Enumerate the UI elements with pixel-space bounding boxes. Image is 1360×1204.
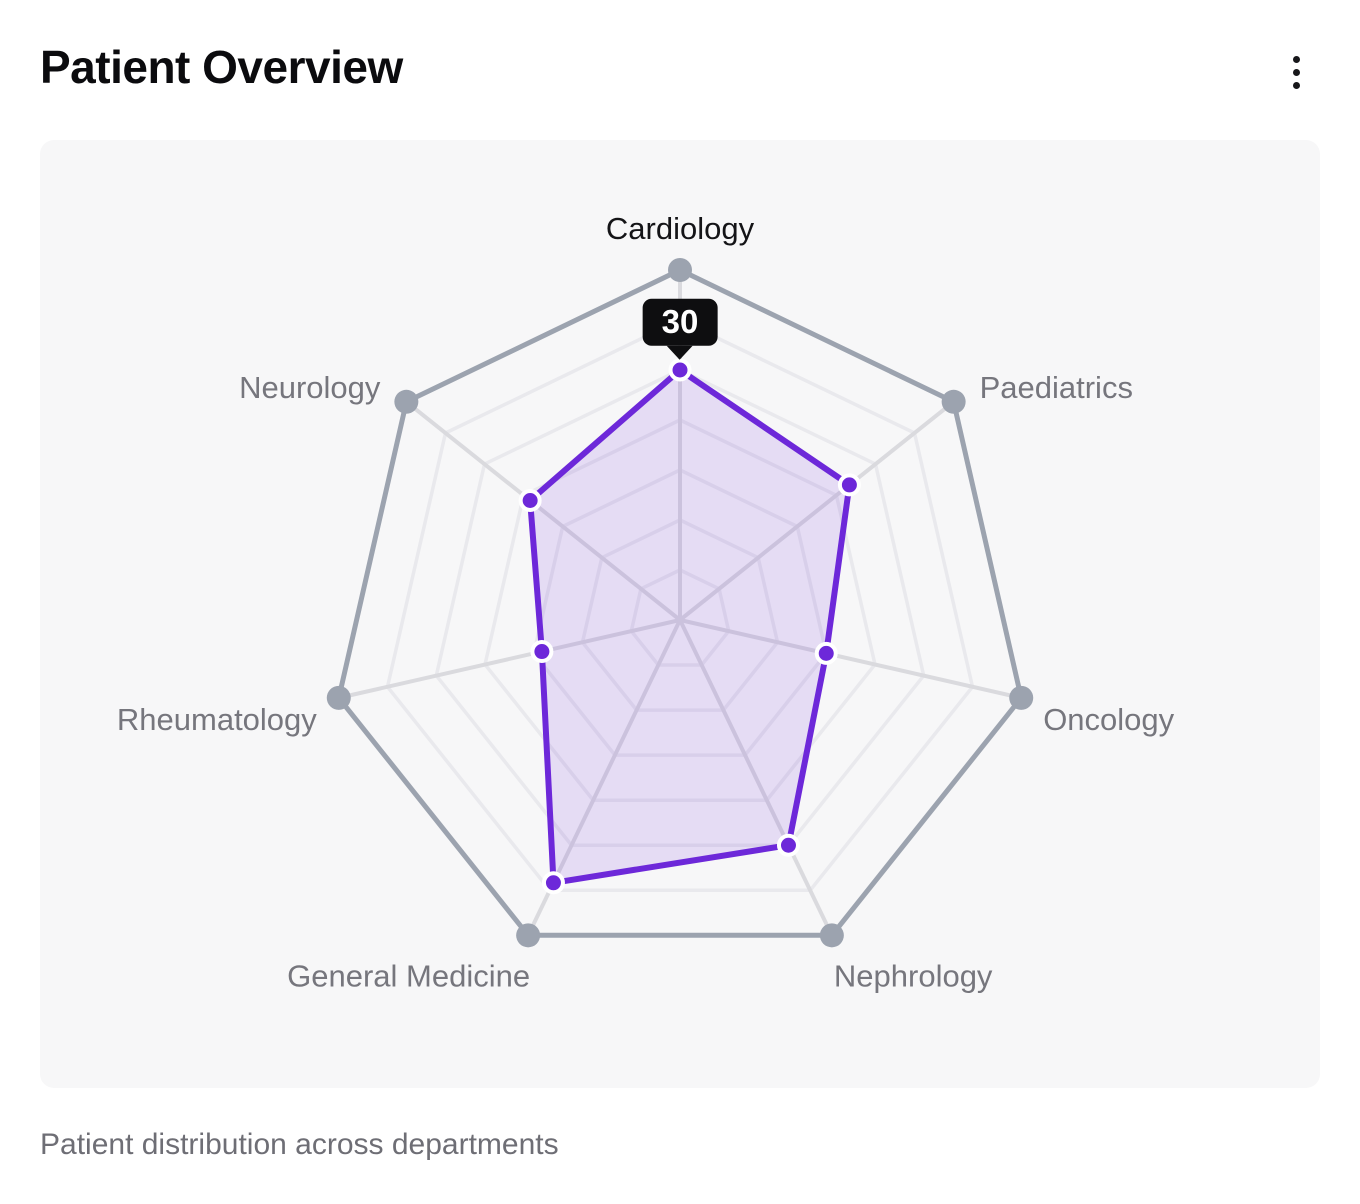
axis-label-nephrology: Nephrology — [834, 958, 993, 993]
radar-outer-polygon — [336, 267, 1024, 938]
chart-caption: Patient distribution across departments — [40, 1128, 559, 1161]
axis-vertex-dot — [819, 923, 844, 948]
kebab-dot — [1292, 81, 1300, 89]
data-point-general-medicine[interactable] — [541, 871, 565, 895]
kebab-menu-icon — [1292, 55, 1300, 89]
axis-spoke — [678, 400, 955, 622]
grid-ring — [629, 568, 731, 667]
axis-label-paediatrics: Paediatrics — [980, 370, 1133, 405]
tooltip-value: 30 — [661, 302, 699, 340]
axis-vertex-dot — [1009, 685, 1034, 710]
axis-spoke — [405, 400, 682, 622]
axis-spoke — [338, 618, 681, 700]
axis-vertex-dot — [394, 389, 419, 414]
grid-ring — [580, 518, 780, 712]
axis-label-oncology: Oncology — [1043, 702, 1174, 737]
radar-data-area — [527, 367, 853, 886]
data-point-paediatrics[interactable] — [837, 473, 861, 497]
data-point-rheumatology[interactable] — [530, 640, 554, 664]
kebab-dot — [1292, 55, 1300, 63]
axis-label-rheumatology: Rheumatology — [117, 702, 317, 737]
more-options-button[interactable] — [1278, 48, 1314, 96]
data-point-nephrology[interactable] — [776, 833, 800, 857]
page-title: Patient Overview — [40, 41, 403, 93]
grid-ring — [531, 468, 829, 757]
data-point-oncology[interactable] — [814, 641, 838, 665]
axis-vertex-dot — [941, 389, 966, 414]
grid-ring — [434, 368, 926, 847]
chart-tooltip: 30 — [642, 298, 718, 346]
data-point-neurology[interactable] — [518, 488, 542, 512]
axis-label-neurology: Neurology — [239, 370, 381, 405]
axis-label-general-medicine: General Medicine — [287, 958, 530, 993]
grid-ring — [385, 318, 975, 893]
data-point-cardiology[interactable] — [668, 358, 692, 382]
axis-vertex-dot — [326, 685, 351, 710]
axis-vertex-dot — [516, 923, 541, 948]
axis-spoke — [678, 619, 834, 937]
kebab-dot — [1292, 68, 1300, 76]
axis-vertex-dot — [668, 258, 692, 282]
axis-spoke — [679, 618, 1022, 700]
axis-label-cardiology: Cardiology — [606, 211, 755, 246]
